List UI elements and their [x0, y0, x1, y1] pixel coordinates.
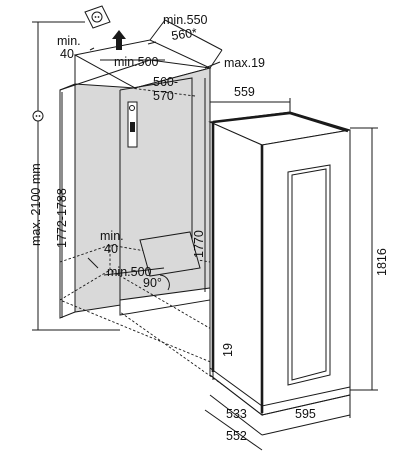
label-570: 570 [153, 89, 174, 103]
label-1770: 1770 [192, 230, 206, 258]
label-90-deg: 90° [143, 276, 162, 290]
label-min-bottom: min. [100, 229, 124, 243]
niche-socket-icon [127, 101, 138, 148]
appliance-side [209, 121, 263, 417]
power-socket-side-icon [32, 100, 44, 132]
label-min-top: min. [57, 34, 81, 48]
label-min-500-bottom: min.500 [107, 265, 152, 279]
label-40-top: 40 [60, 47, 74, 61]
label-552: 552 [226, 429, 247, 443]
label-595: 595 [295, 407, 316, 421]
niche [59, 39, 241, 391]
label-560: 560- [153, 75, 178, 89]
door-glass [287, 164, 331, 386]
bottom-vent-opening [139, 231, 201, 277]
label-max-19: max.19 [224, 56, 265, 70]
label-1816: 1816 [375, 248, 389, 276]
appliance [208, 111, 351, 417]
label-559: 559 [234, 85, 255, 99]
label-19: 19 [221, 343, 235, 357]
label-560-star: 560* [170, 26, 198, 43]
label-min-500-top: min.500 [114, 55, 159, 69]
arrow-up-icon [112, 30, 126, 50]
label-40-bottom: 40 [104, 242, 118, 256]
label-1772-1788: 1772-1788 [55, 188, 69, 248]
power-socket-icon [84, 5, 111, 29]
label-min-550: min.550 [163, 13, 208, 27]
label-max-2100: max. 2100 mm [29, 163, 43, 246]
niche-back-edge [119, 77, 193, 270]
label-533: 533 [226, 407, 247, 421]
